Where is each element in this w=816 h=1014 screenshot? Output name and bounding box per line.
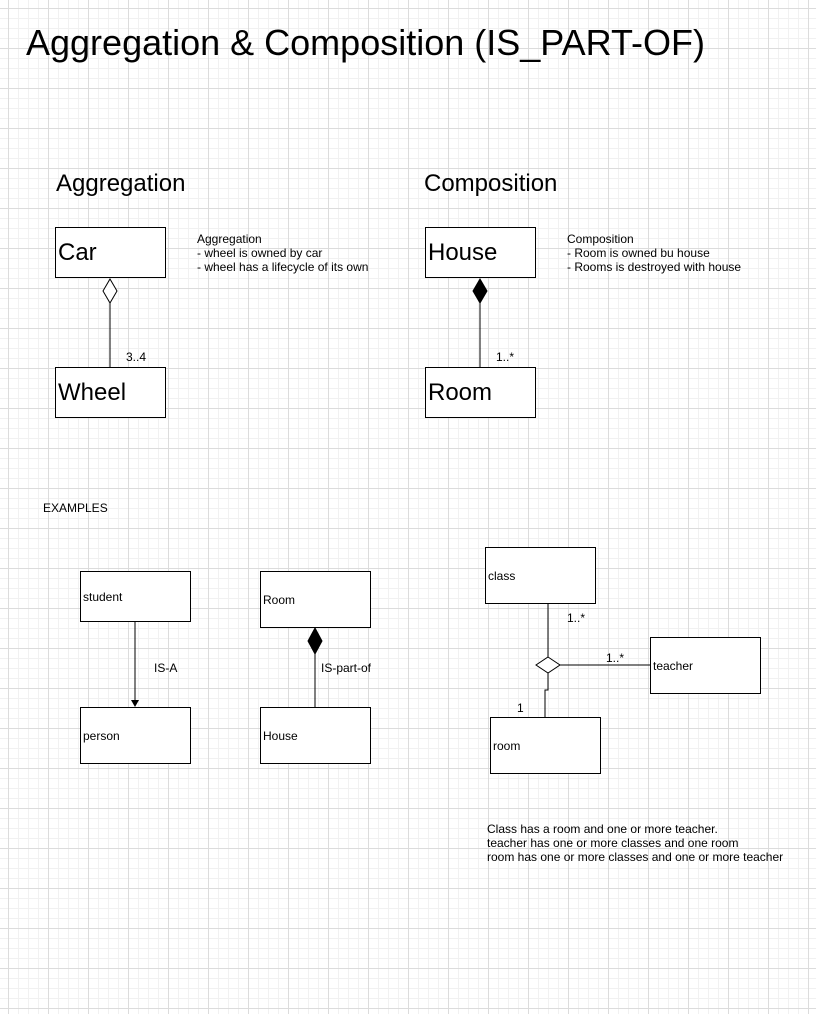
association-note: Class has a room and one or more teacher… (487, 822, 783, 864)
aggregation-heading: Aggregation (56, 170, 186, 197)
house-box[interactable]: House (425, 227, 536, 278)
room-multiplicity: 1 (517, 701, 524, 715)
aggregation-note-line: Aggregation (197, 232, 262, 246)
assoc-room-label: room (493, 738, 521, 753)
teacher-label: teacher (653, 658, 694, 673)
association-note-line: teacher has one or more classes and one … (487, 836, 739, 850)
house-label: House (428, 238, 498, 266)
wheel-box[interactable]: Wheel (55, 367, 166, 418)
aggregation-note-line: - wheel is owned by car (197, 246, 323, 260)
composition-note-line: Composition (567, 232, 634, 246)
person-box[interactable]: person (80, 707, 191, 764)
class-multiplicity: 1..* (567, 611, 586, 625)
room-label: Room (428, 378, 493, 406)
room-box[interactable]: Room (425, 367, 536, 418)
ispartof-filled-diamond (307, 626, 323, 656)
isa-arrow-head (131, 700, 139, 707)
example-room-label: Room (263, 592, 296, 607)
class-box[interactable]: class (485, 547, 596, 604)
example-house-box[interactable]: House (260, 707, 371, 764)
person-label: person (83, 728, 120, 743)
composition-note-line: - Room is owned bu house (567, 246, 710, 260)
isa-relation-label: IS-A (154, 661, 178, 675)
aggregation-note: Aggregation - wheel is owned by car - wh… (197, 232, 368, 274)
student-label: student (83, 589, 123, 604)
room-link (544, 673, 549, 717)
composition-filled-diamond (472, 278, 488, 304)
association-note-line: room has one or more classes and one or … (487, 850, 784, 864)
aggregation-note-line: - wheel has a lifecycle of its own (197, 260, 369, 274)
assoc-room-box[interactable]: room (490, 717, 601, 774)
ispartof-relation-label: IS-part-of (321, 661, 372, 675)
car-label: Car (58, 238, 97, 266)
teacher-box[interactable]: teacher (650, 637, 761, 694)
aggregation-hollow-diamond (102, 278, 118, 304)
class-label: class (488, 568, 516, 583)
page-title: Aggregation & Composition (IS_PART-OF) (26, 22, 705, 63)
composition-note: Composition - Room is owned bu house - R… (567, 232, 741, 274)
teacher-multiplicity: 1..* (606, 651, 625, 665)
association-hollow-diamond (535, 656, 561, 674)
car-box[interactable]: Car (55, 227, 166, 278)
aggregation-multiplicity: 3..4 (126, 350, 147, 364)
composition-multiplicity: 1..* (496, 350, 515, 364)
student-box[interactable]: student (80, 571, 191, 622)
example-house-label: House (263, 728, 298, 743)
composition-heading: Composition (424, 170, 558, 197)
composition-note-line: - Rooms is destroyed with house (567, 260, 742, 274)
association-note-line: Class has a room and one or more teacher… (487, 822, 718, 836)
example-room-box[interactable]: Room (260, 571, 371, 628)
wheel-label: Wheel (58, 378, 127, 406)
examples-label: EXAMPLES (43, 501, 108, 515)
